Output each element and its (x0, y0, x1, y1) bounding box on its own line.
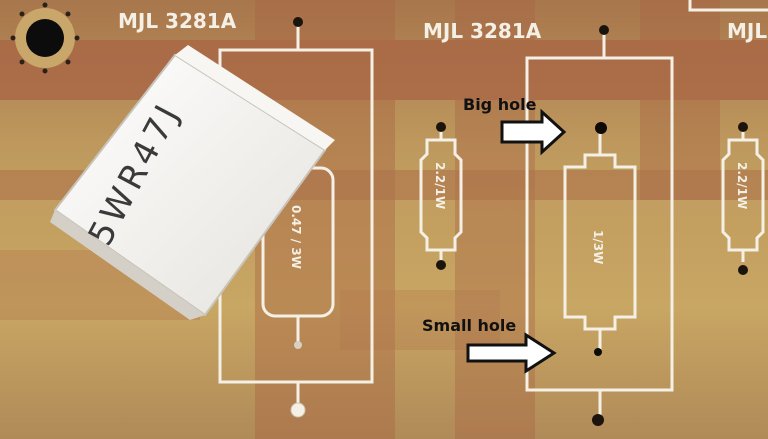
solder-pad (290, 402, 306, 418)
mounting-hole (10, 2, 80, 74)
resistor-footprint-center (525, 30, 674, 415)
arrow-icon (466, 332, 557, 374)
arrow-icon (500, 108, 567, 156)
solder-pad (294, 341, 302, 349)
part-label-left: MJL 3281A (118, 9, 237, 33)
big-hole (595, 122, 607, 134)
solder-hole (293, 17, 303, 27)
solder-hole (599, 25, 609, 35)
part-label-right: MJL (727, 19, 767, 43)
annotation-small-hole: Small hole (422, 316, 516, 335)
annotation-big-hole: Big hole (463, 95, 537, 114)
solder-hole (738, 265, 748, 275)
silkscreen-outline-corner (688, 0, 768, 12)
small-hole (594, 348, 602, 356)
solder-hole (738, 122, 748, 132)
resistor-label-center: 1/3W (591, 230, 605, 264)
resistor-label-big-left: 0.47 / 3W (289, 205, 303, 269)
resistor-label-small-left: 2.2/1W (433, 162, 447, 209)
solder-hole (436, 260, 446, 270)
solder-hole (592, 414, 604, 426)
resistor-label-small-right: 2.2/1W (735, 162, 749, 209)
ceramic-resistor: 5WR47J (50, 45, 335, 320)
solder-hole (436, 122, 446, 132)
part-label-center: MJL 3281A (423, 19, 542, 43)
